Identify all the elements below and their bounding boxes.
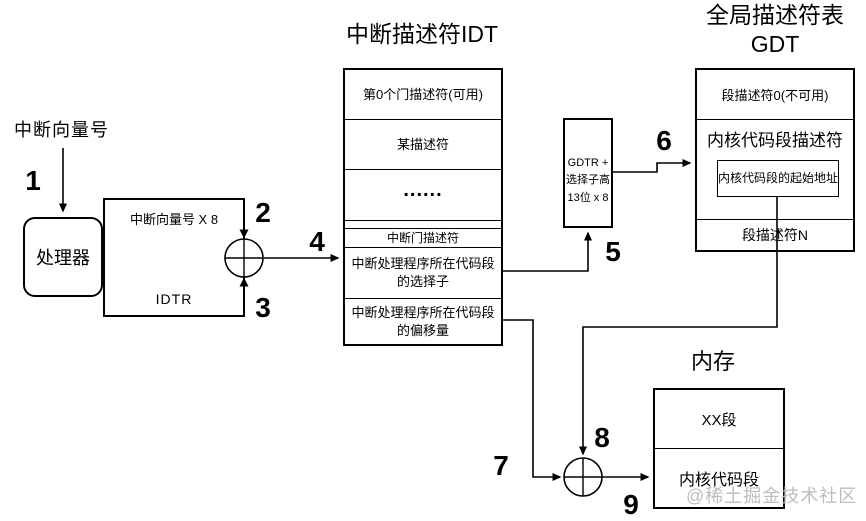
idt-row-ellipsis: ...... [345, 169, 501, 220]
idt-table: 第0个门描述符(可用) 某描述符 ...... 中断门描述符 中断处理程序所在代… [343, 68, 503, 346]
memory-title: 内存 [690, 349, 735, 374]
step-8-label: 8 [594, 422, 610, 453]
gdt-row-descriptorN: 段描述符N [697, 219, 853, 250]
adder-2-circle [563, 457, 603, 497]
arrow-5-selector-to-gdtr [503, 231, 592, 272]
step-5-label: 5 [605, 236, 621, 267]
arrow-7-offset-to-adder [503, 319, 562, 481]
idt-row-selector: 中断处理程序所在代码段的选择子 [345, 247, 501, 298]
idt-row-interrupt-gate: 中断门描述符 [345, 228, 501, 247]
idt-row-gate0: 第0个门描述符(可用) [363, 86, 483, 102]
gdt-table: 段描述符0(不可用) 内核代码段描述符 内核代码段的起始地址 段描述符N [695, 68, 855, 252]
watermark: @稀土掘金技术社区 [686, 486, 858, 506]
interrupt-vector-label: 中断向量号 [14, 120, 109, 140]
gdt-row-kernel-code-descriptor: 内核代码段描述符 内核代码段的起始地址 [697, 119, 853, 219]
step-4-label: 4 [309, 226, 325, 257]
gdt-row-descriptor0: 段描述符0(不可用) [721, 88, 829, 103]
step-6-label: 6 [656, 125, 672, 156]
step-2-label: 2 [255, 197, 271, 228]
idtr-register-label: IDTR [155, 291, 193, 307]
gdtr-line1: GDTR + [567, 157, 609, 170]
gdt-title-line1: 全局描述符表 [706, 2, 844, 28]
gdt-title: 全局描述符表 GDT [695, 1, 855, 59]
gdt-title-line2: GDT [750, 31, 800, 57]
idt-row-spacer [345, 220, 501, 228]
arrow-6-gdtr-to-gdt [613, 159, 692, 173]
gdtr-line3: 13位 x 8 [567, 191, 609, 204]
step-9-label: 9 [623, 489, 639, 520]
idtr-computation-box: 中断向量号 X 8 IDTR [103, 198, 245, 317]
processor-box: 处理器 [23, 217, 103, 297]
kernel-code-descriptor-label: 内核代码段描述符 [707, 131, 843, 150]
processor-label: 处理器 [36, 248, 90, 268]
step-3-label: 3 [255, 292, 271, 323]
idt-row-offset: 中断处理程序所在代码段的偏移量 [345, 298, 501, 344]
step-7-label: 7 [493, 450, 509, 481]
kernel-code-base-address-box: 内核代码段的起始地址 [717, 160, 839, 197]
idt-title: 中断描述符IDT [345, 21, 499, 47]
idt-row-some-descriptor: 某描述符 [345, 119, 501, 169]
gdtr-computation-box: GDTR + 选择子高 13位 x 8 [563, 118, 613, 228]
gdtr-line2: 选择子高 [566, 174, 610, 187]
step-1-label: 1 [25, 165, 41, 196]
memory-row-xx-segment: XX段 [701, 411, 737, 429]
vector-times-8-label: 中断向量号 X 8 [129, 212, 219, 227]
